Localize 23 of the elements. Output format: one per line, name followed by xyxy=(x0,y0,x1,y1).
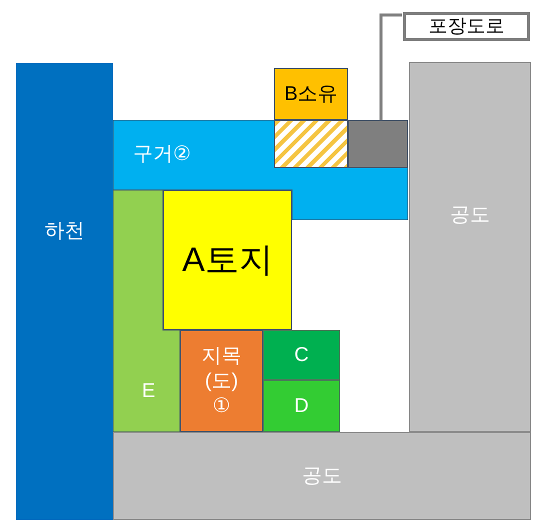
parcel-label: 지목 (도) ① xyxy=(200,344,242,418)
land-parcel xyxy=(163,190,292,330)
area-label: 공도 xyxy=(302,464,342,488)
parcel-label: C xyxy=(294,342,309,368)
area-label: 하천 xyxy=(44,219,84,244)
callout-box xyxy=(403,12,530,41)
parcel-label: B소유 xyxy=(284,82,338,106)
leader-line xyxy=(380,14,402,120)
road-area xyxy=(409,62,531,432)
area-label: 공도 xyxy=(450,202,490,228)
land-parcel xyxy=(263,380,340,432)
hatched-area xyxy=(274,120,348,168)
land-parcel xyxy=(274,68,348,120)
area-label: 구거② xyxy=(133,142,191,167)
land-parcel xyxy=(180,330,263,432)
parcel-label: D xyxy=(294,394,309,418)
paved-road-area xyxy=(348,120,408,168)
callout-label: 포장도로 xyxy=(428,14,504,38)
river-area xyxy=(16,63,113,520)
parcel-label: A토지 xyxy=(182,240,273,281)
road-area xyxy=(113,432,531,520)
land-parcel xyxy=(263,330,340,380)
parcel-label: E xyxy=(142,378,156,404)
